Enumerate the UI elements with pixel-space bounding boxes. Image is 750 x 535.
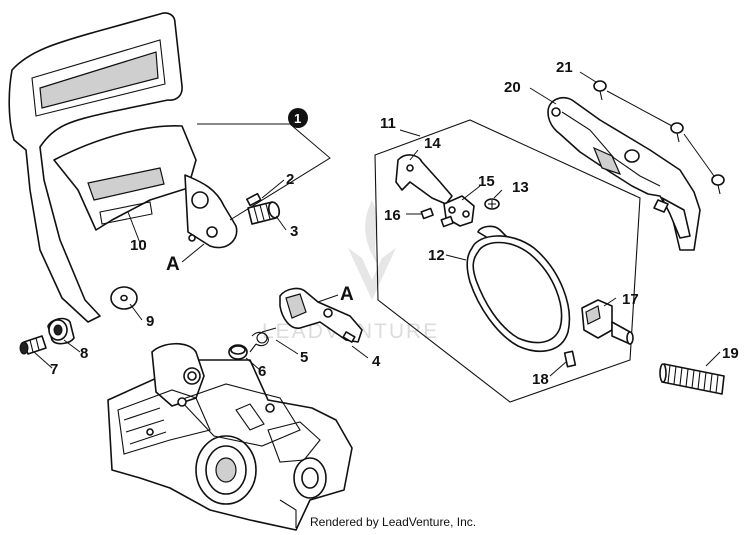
callout-19: 19 [722,345,739,362]
callout-6: 6 [258,363,266,380]
callout-15: 15 [478,173,495,190]
callout-7: 7 [50,361,58,378]
callout-8: 8 [80,345,88,362]
callout-4: 4 [372,353,381,370]
callout-20: 20 [504,79,521,96]
callout-14: 14 [424,135,441,152]
cover-part-20 [547,96,701,251]
leader-lines [33,71,721,377]
spring-part-5 [249,327,277,353]
screws-part-21 [593,80,725,195]
callout-2: 2 [286,171,294,188]
callout-12: 12 [428,247,445,264]
callout-1: 1 [288,108,308,128]
callout-13: 13 [512,179,529,196]
sleeve-part-6 [228,344,248,360]
hand-guard [8,12,238,323]
callout-3: 3 [290,223,298,240]
spring-part-19 [659,363,725,395]
callout-16: 16 [384,207,401,224]
footer-credit: Rendered by LeadVenture, Inc. [310,515,477,529]
callout-labels: 2 3 4 5 6 7 8 9 10 11 12 13 14 15 16 17 … [50,59,739,388]
callout-10: 10 [130,237,147,254]
pin-part-18 [563,350,577,368]
pin-part-2 [246,192,262,207]
callout-1-label: 1 [294,111,301,126]
screw-part-13 [484,198,500,210]
brake-lever-part-4 [279,287,363,343]
screw-part-3 [247,201,281,225]
callout-18: 18 [532,371,549,388]
callout-9: 9 [146,313,154,330]
washer-part-9 [110,286,138,310]
brake-band-part-12 [466,225,571,353]
marker-a-left: A [166,254,180,275]
callout-11: 11 [380,115,396,132]
crankcase [107,342,353,531]
callout-17: 17 [622,291,639,308]
brake-band-part-14 [395,154,453,205]
callout-21: 21 [556,59,573,76]
marker-a-right: A [340,284,354,305]
guide-part-17 [581,299,634,345]
bolt-part-7 [19,335,47,355]
callout-5: 5 [300,349,308,366]
pins-part-16 [420,207,454,228]
assembly-box-part-11 [374,119,641,403]
bushing-part-8 [47,317,75,345]
